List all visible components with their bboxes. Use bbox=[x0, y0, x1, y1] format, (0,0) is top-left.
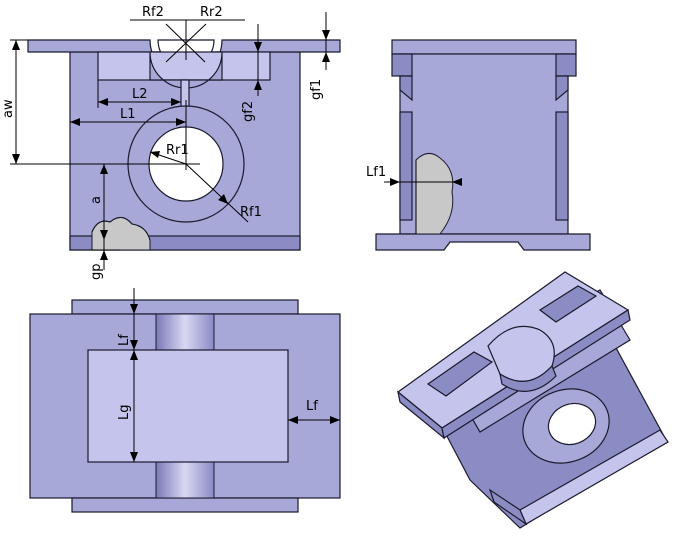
top-view-dimensions bbox=[130, 288, 340, 462]
label-lf-top: Lf bbox=[117, 334, 132, 346]
front-view-dimensions bbox=[10, 12, 330, 270]
side-left-tab bbox=[391, 53, 413, 77]
label-rr1: Rr1 bbox=[166, 143, 189, 158]
label-lf1: Lf1 bbox=[366, 165, 386, 180]
label-a: a bbox=[89, 196, 104, 204]
top-flange-upper bbox=[71, 299, 299, 315]
label-lf-right: Lf bbox=[306, 399, 318, 414]
side-view bbox=[375, 39, 591, 251]
label-lg: Lg bbox=[117, 405, 132, 421]
label-rr2: Rr2 bbox=[200, 5, 223, 20]
top-slot-lower bbox=[155, 461, 215, 499]
label-gf1: gf1 bbox=[309, 79, 324, 100]
label-l2: L2 bbox=[132, 87, 148, 102]
iso-bore bbox=[547, 402, 597, 446]
side-right-tab bbox=[555, 53, 577, 77]
label-l1: L1 bbox=[120, 107, 136, 122]
side-left-chamfer bbox=[399, 75, 413, 102]
top-slot-upper bbox=[155, 313, 215, 351]
iso-base-end bbox=[488, 488, 528, 526]
front-pocket bbox=[97, 51, 271, 81]
isometric-view bbox=[397, 271, 669, 529]
side-flange bbox=[391, 39, 577, 55]
iso-notch-wall bbox=[499, 364, 557, 392]
label-gp: gp bbox=[89, 263, 104, 280]
label-rf1: Rf1 bbox=[240, 205, 262, 220]
top-pocket bbox=[87, 349, 289, 463]
side-base bbox=[375, 233, 591, 251]
side-left-rib bbox=[399, 111, 413, 221]
side-view-dimensions bbox=[384, 178, 462, 186]
iso-pocket-right bbox=[538, 285, 598, 323]
label-gf2: gf2 bbox=[241, 101, 256, 122]
iso-pocket-left bbox=[426, 351, 494, 397]
top-view bbox=[29, 299, 341, 513]
front-view bbox=[27, 39, 341, 251]
side-right-rib bbox=[555, 111, 569, 221]
label-rf2: Rf2 bbox=[142, 5, 164, 20]
top-flange-lower bbox=[71, 497, 299, 513]
side-right-chamfer bbox=[555, 75, 569, 102]
front-break-line bbox=[91, 216, 151, 241]
label-aw: aw bbox=[1, 99, 16, 118]
side-section-cut bbox=[415, 153, 454, 235]
